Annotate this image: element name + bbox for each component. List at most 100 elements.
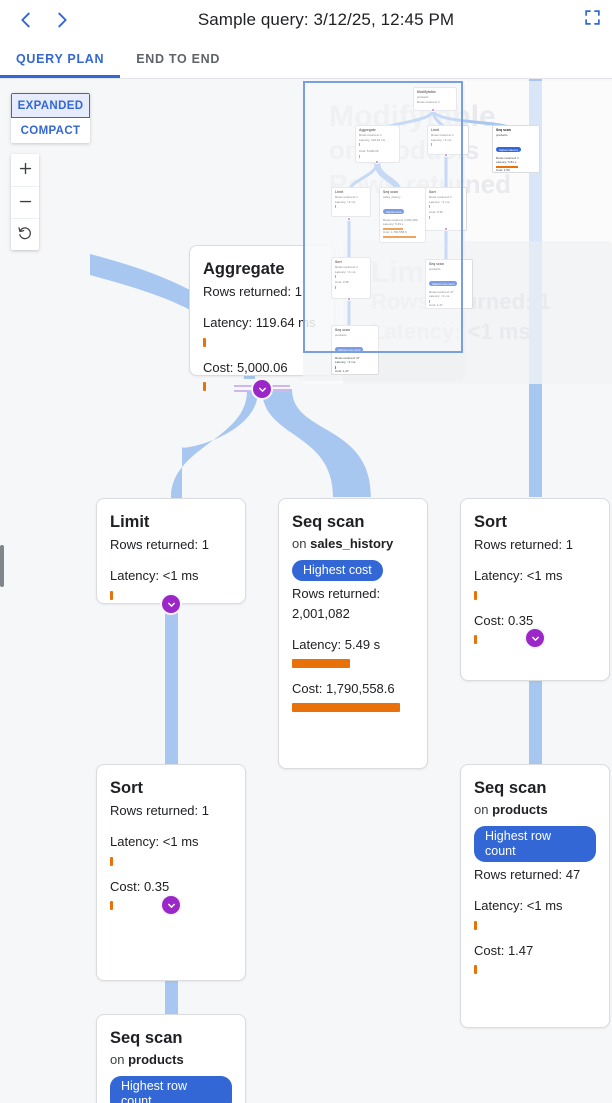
tab-end-to-end[interactable]: END TO END — [120, 40, 236, 78]
page-title: Sample query: 3/12/25, 12:45 PM — [197, 10, 455, 29]
chevron-down-icon[interactable] — [162, 595, 180, 613]
minimap-cost-bar — [335, 286, 336, 290]
plan-node-seq-scan-products-bottom[interactable]: Seq scan on products Highest row count R… — [96, 1014, 246, 1103]
reset-view-button[interactable] — [11, 218, 39, 250]
node-relation-name: sales_history — [310, 536, 394, 552]
node-relation-prefix: on — [474, 802, 489, 818]
node-cost-bar — [474, 964, 477, 974]
chevron-down-icon[interactable] — [253, 380, 271, 398]
node-badge-highest-row-count: Highest row count — [474, 826, 596, 863]
fullscreen-button[interactable] — [572, 0, 612, 40]
minimap-node-badge: Highest latency — [496, 147, 522, 153]
minimap-node-relation: products — [417, 95, 429, 100]
minimap-node-title: Sort — [429, 190, 436, 194]
minimap-cost-bar — [383, 235, 416, 238]
tab-query-plan[interactable]: QUERY PLAN — [0, 40, 121, 78]
collapse-toggle-sort-left[interactable] — [143, 896, 199, 914]
minimap-node-cost: Cost: 0.35 — [429, 210, 443, 215]
minimap-collapse-dot — [347, 297, 351, 301]
tab-bar: QUERY PLAN END TO END — [0, 40, 612, 79]
collapse-toggle-sort-right[interactable] — [507, 629, 563, 647]
minimap-node-relation: products — [335, 333, 347, 338]
minimap-cost-bar — [429, 216, 430, 220]
minimap-node-latency: Latency: 119.64 ms — [359, 137, 385, 142]
node-latency-bar — [474, 590, 477, 600]
minimap-node-latency: Latency: <1 ms — [335, 269, 356, 274]
minimap-node-badge: Highest row count — [335, 347, 364, 353]
reset-rotate-icon — [17, 225, 33, 244]
minimap-collapse-dot — [375, 160, 379, 164]
minimap-viewport[interactable] — [303, 81, 463, 353]
minimap-node-badge: Highest cost — [383, 209, 405, 215]
minimap-node-relation: products — [429, 267, 441, 272]
plan-canvas[interactable]: EXPANDED COMPACT — [0, 79, 612, 1103]
node-cost-bar — [292, 703, 400, 713]
node-latency: Latency: <1 ms — [110, 834, 199, 850]
minimap-node-rows: Rows returned: 47 — [335, 355, 360, 360]
node-title: Seq scan — [110, 1029, 183, 1047]
chevron-down-icon[interactable] — [162, 896, 180, 914]
node-badge-highest-cost: Highest cost — [292, 560, 383, 581]
minimap-node-relation: sales_history — [383, 195, 401, 200]
minimap-node-title: Modifytable — [417, 90, 436, 94]
minimap-collapse-dot — [444, 227, 448, 231]
plan-node-seq-scan-products-right[interactable]: Seq scan on products Highest row count R… — [460, 764, 610, 1028]
canvas-scrollbar[interactable] — [0, 545, 4, 587]
node-cost-bar — [110, 900, 113, 910]
tab-query-plan-label: QUERY PLAN — [16, 52, 105, 66]
minimap-node-cost: Cost: 5,000.06 — [359, 149, 379, 154]
node-latency: Latency: <1 ms — [110, 568, 199, 584]
plan-node-sort-right[interactable]: Sort Rows returned: 1 Latency: <1 ms Cos… — [460, 498, 610, 681]
chevron-down-icon[interactable] — [526, 629, 544, 647]
minimap-node-title: Seq scan — [335, 328, 350, 332]
minimap-node: Seq scan products Highest row count Rows… — [425, 259, 473, 309]
zoom-out-button[interactable] — [11, 186, 39, 218]
minimap-node-latency: Latency: <1 ms — [335, 199, 356, 204]
minimap-node-latency: Latency: <1 ms — [431, 137, 452, 142]
node-relation-prefix: on — [110, 1052, 125, 1068]
collapse-toggle-limit[interactable] — [143, 595, 199, 613]
expanded-mode-button[interactable]: EXPANDED — [11, 93, 90, 118]
minimap-node-latency: Latency: <1 ms — [429, 294, 450, 299]
minimap-node-relation: products — [496, 133, 508, 138]
node-badge-highest-row-count: Highest row count — [110, 1076, 232, 1103]
compact-mode-button[interactable]: COMPACT — [11, 118, 90, 143]
minimap-node-rows: Rows returned: 1 — [335, 265, 358, 270]
minimap-node: Sort Rows returned: 1 Latency: <1 ms Cos… — [425, 187, 467, 231]
node-cost: Cost: 5,000.06 — [203, 359, 288, 375]
minimap-latency-bar — [335, 366, 336, 370]
minimap-node: Seq scan products Highest latency Rows r… — [492, 125, 540, 173]
node-latency: Latency: 119.64 ms — [203, 315, 316, 331]
node-relation: on products — [110, 1050, 232, 1071]
layout-mode-group: EXPANDED COMPACT — [11, 93, 90, 143]
node-latency: Latency: <1 ms — [474, 898, 563, 914]
minimap-node-title: Seq scan — [496, 128, 511, 132]
forward-button[interactable] — [44, 2, 80, 38]
minimap-latency-bar — [496, 166, 518, 169]
tab-end-to-end-label: END TO END — [136, 52, 221, 66]
collapse-toggle-aggregate[interactable] — [234, 380, 290, 398]
node-rows-returned: Rows returned: 1 — [110, 537, 209, 553]
plan-node-limit[interactable]: Limit Rows returned: 1 Latency: <1 ms — [96, 498, 246, 604]
minimap-node-rows: Rows returned: 1 — [417, 99, 440, 104]
plan-node-sort-left[interactable]: Sort Rows returned: 1 Latency: <1 ms Cos… — [96, 764, 246, 981]
plus-icon — [18, 161, 33, 179]
back-button[interactable] — [8, 2, 44, 38]
minimap-latency-bar — [429, 300, 430, 304]
minimap[interactable]: Modifytable on products Rows returned Li… — [303, 81, 612, 384]
chevron-right-icon — [51, 9, 73, 31]
plan-node-seq-scan-sales-history[interactable]: Seq scan on sales_history Highest cost R… — [278, 498, 428, 769]
node-relation: on products — [474, 800, 596, 821]
minimap-node-rows: Rows returned: 47 — [429, 289, 454, 294]
minimap-node-rows: Rows returned: 2,001,082 — [383, 217, 418, 222]
node-latency: Latency: <1 ms — [474, 568, 563, 584]
minimap-node: Seq scan products Highest row count Rows… — [331, 325, 379, 375]
minimap-node: Seq scan sales_history Highest cost Rows… — [379, 187, 426, 243]
node-title: Sort — [474, 513, 507, 531]
zoom-in-button[interactable] — [11, 154, 39, 186]
node-title: Aggregate — [203, 260, 285, 278]
minimap-node-cost: Cost: 1.47 — [335, 369, 349, 374]
node-latency-bar — [474, 920, 477, 930]
node-rows-returned: Rows returned: 47 — [474, 867, 581, 883]
